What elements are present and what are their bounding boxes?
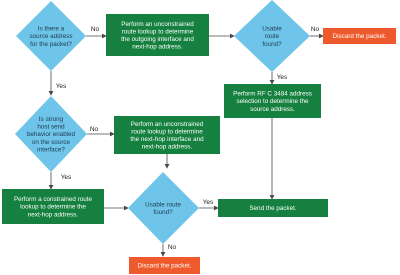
d_source-line: for the packet? [30,41,72,48]
label-usable-top-no: No [311,26,320,33]
a_rfc3484-line: source address. [250,106,295,113]
a_constrained-line: next-hop address. [28,211,79,218]
decision-usable-route-bottom-shape [128,172,199,244]
d_strong_host-line: behavior enabled [27,131,76,138]
a_constrained-line: Perform a constrained route [14,196,93,203]
label-strong-no: No [90,126,99,133]
action-send-packet-label: Send the packet. [249,205,297,212]
discard-packet-top: Discard the packet. [323,28,396,44]
a_rfc3484-line: Perform RF C 3484 address [233,91,312,98]
a_lookup_outgoing-line: the outgoing interface and [121,36,194,43]
x_discard_top-line: Discard the packet. [333,33,387,40]
a_rfc3484-line: selection to determine the [236,98,309,105]
a_lookup_nexthop-line: the next-hop interface and [130,136,204,143]
decision-strong-host-shape [15,96,87,172]
a_lookup_outgoing-line: route lookup to determine [122,28,194,35]
connectors [48,33,324,257]
decision-usable-route-top-shape [234,0,310,72]
label-source-yes: Yes [56,83,67,90]
label-usable-top-yes: Yes [277,74,288,81]
d_usable_top-line: route [265,33,280,40]
d_strong_host-line: on the source [32,139,71,146]
a_lookup_outgoing-line: next-hop address. [132,44,183,51]
d_source-line: source address [29,33,72,40]
a_lookup_outgoing-line: Perform an unconstrained [121,21,194,28]
a_send-line: Send the packet. [249,205,297,212]
edge-labels: No Yes No Yes No Yes Yes No [56,26,320,251]
a_constrained-line: lookup to determine the [20,204,86,211]
a_lookup_nexthop-line: Perform an unconstrained [131,121,204,128]
d_usable_bottom-line: found? [153,209,173,216]
label-usable-bottom-yes: Yes [203,199,214,206]
action-unconstrained-outgoing-box [106,14,209,56]
x_discard_bottom-line: Discard the packet. [138,263,192,270]
action-send-packet: Send the packet. [218,199,328,217]
action-rfc3484-selection-box [224,84,321,118]
d_source-line: Is there a [38,26,65,33]
a_lookup_nexthop-line: next-hop address. [142,144,193,151]
discard-packet-bottom-label: Discard the packet. [138,263,192,270]
discard-packet-bottom-box [129,257,200,274]
discard-packet-bottom: Discard the packet. [129,257,200,274]
a_lookup_nexthop-line: route lookup to determine [131,128,203,135]
action-send-packet-box [218,199,328,217]
label-strong-yes: Yes [61,174,72,181]
action-constrained-lookup-box [2,189,104,224]
d_usable_top-line: Usable [262,26,282,33]
d_strong_host-line: host send [37,124,65,131]
d_strong_host-line: Is strong [39,116,64,123]
d_usable_top-line: found? [262,41,282,48]
label-usable-bottom-no: No [168,244,177,251]
label-source-no: No [91,26,100,33]
discard-packet-top-box [323,28,396,44]
d_usable_bottom-line: Usable route [145,201,181,208]
d_strong_host-line: interface? [37,146,65,153]
action-unconstrained-nexthop-box [114,116,220,154]
decision-source-address-shape [16,1,86,71]
discard-packet-top-label: Discard the packet. [333,33,387,40]
